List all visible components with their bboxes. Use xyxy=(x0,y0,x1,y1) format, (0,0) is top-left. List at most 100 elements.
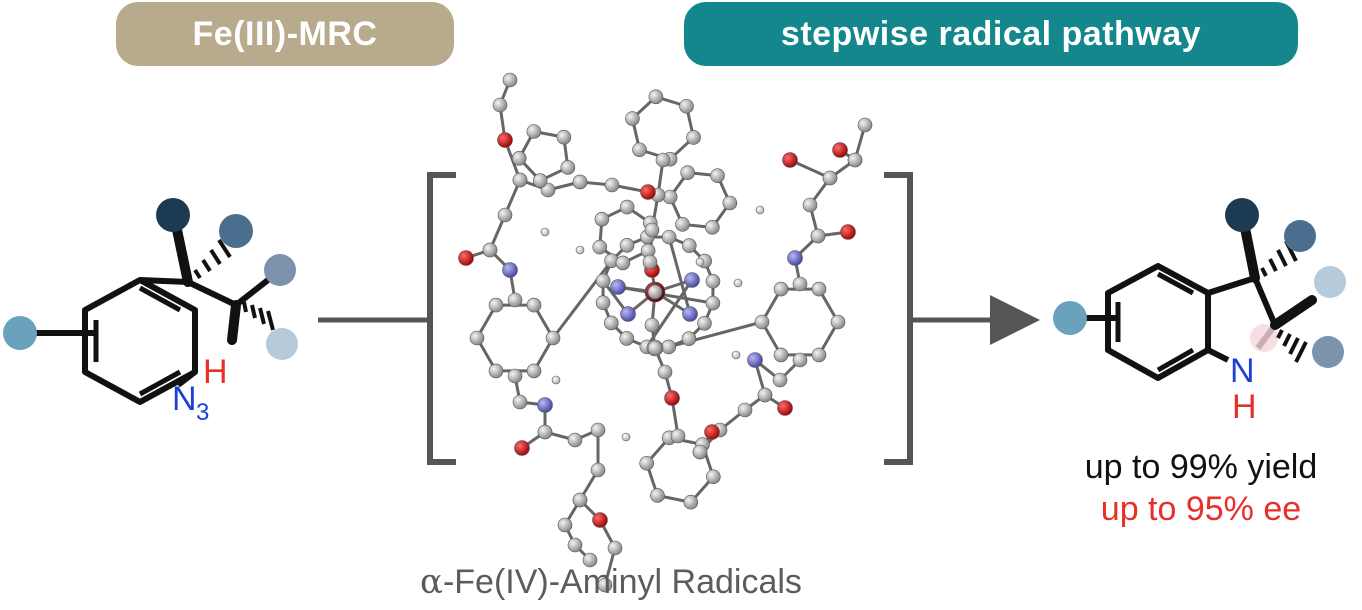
substrate-azide-subscript: 3 xyxy=(196,399,209,426)
carbon-atom xyxy=(572,174,588,190)
carbon-atom xyxy=(679,98,694,114)
catalyst-label: Fe(III)-MRC xyxy=(192,14,378,53)
carbon-atom xyxy=(661,229,677,245)
hydrogen-atom xyxy=(540,227,550,237)
carbon-atom xyxy=(644,317,660,333)
product-c3-wedge-bond xyxy=(1240,223,1260,283)
substrate-chain-upper-bond xyxy=(234,277,270,308)
carbon-atom xyxy=(792,276,808,292)
carbon-atom xyxy=(680,165,695,180)
carbon-atom xyxy=(648,89,664,105)
carbon-atom xyxy=(705,295,721,311)
substrate-ring-to-azide-bond xyxy=(176,369,197,388)
carbon-atom xyxy=(681,238,697,253)
carbon-atom xyxy=(675,217,690,232)
carbon-atom xyxy=(650,488,665,503)
carbon-atom xyxy=(540,182,556,198)
carbon-atom xyxy=(670,428,686,444)
nitrogen-atom xyxy=(620,306,636,322)
carbon-atom xyxy=(810,228,826,244)
fe-aminyl-radical-3d-structure xyxy=(458,72,873,593)
carbon-atom xyxy=(594,211,610,227)
carbon-atom xyxy=(590,422,606,438)
carbon-atom xyxy=(655,152,671,168)
molecule-bond xyxy=(617,285,714,305)
hydrogen-atom xyxy=(621,432,631,442)
carbon-atom xyxy=(526,363,542,379)
pathway-label: stepwise radical pathway xyxy=(780,14,1202,53)
carbon-atom xyxy=(830,314,846,330)
carbon-atom xyxy=(567,432,583,448)
oxygen-atom xyxy=(514,440,530,456)
substrate-ring-to-stereocenter-bond xyxy=(139,277,189,285)
substrate-hydrogen-label: H xyxy=(203,353,228,391)
right-bracket xyxy=(884,172,913,465)
hydrogen-atom xyxy=(575,245,585,255)
carbon-atom xyxy=(642,254,658,270)
carbon-atom xyxy=(705,220,720,235)
substrate-stereocenter-wedge-bond xyxy=(171,220,193,287)
carbon-atom xyxy=(692,444,708,460)
substrate-hashed-bond xyxy=(193,238,232,280)
carbon-atom xyxy=(526,124,542,139)
carbon-atom xyxy=(597,577,613,593)
carbon-atom xyxy=(625,111,640,126)
oxygen-atom xyxy=(458,250,474,266)
pathway-label-pill: stepwise radical pathway xyxy=(684,2,1298,66)
nitrogen-atom xyxy=(682,306,698,322)
oxygen-atom xyxy=(664,390,680,406)
molecule-bond xyxy=(667,236,692,315)
carbon-atom xyxy=(686,130,701,145)
carbon-atom xyxy=(710,168,725,183)
nitrogen-atom xyxy=(747,352,763,368)
caption-alpha-symbol: α xyxy=(420,562,443,602)
oxygen-atom xyxy=(777,400,793,416)
oxygen-atom xyxy=(640,184,656,200)
carbon-atom xyxy=(507,368,523,384)
carbon-atom xyxy=(706,469,721,485)
carbon-atom xyxy=(773,347,789,363)
carbon-atom xyxy=(705,273,721,289)
carbon-atom xyxy=(647,284,663,300)
carbon-atom xyxy=(811,347,827,363)
carbon-atom xyxy=(502,72,518,88)
substrate-slate-substituent xyxy=(264,254,296,286)
oxygen-atom xyxy=(840,224,856,240)
yield-text: up to 99% yield xyxy=(1084,448,1318,486)
catalyst-label-pill: Fe(III)-MRC xyxy=(116,2,454,66)
substrate-dark-substituent xyxy=(156,198,190,232)
carbon-atom xyxy=(507,292,523,308)
carbon-atom xyxy=(511,151,527,166)
hydrogen-atom xyxy=(755,205,765,215)
molecule-bond xyxy=(551,259,613,339)
intermediate-caption: α-Fe(IV)-Aminyl Radicals xyxy=(420,562,940,602)
substrate-ring-substituent xyxy=(3,316,37,350)
product-structure: N H xyxy=(1053,198,1346,426)
substrate-ch-wedge-bond xyxy=(227,300,241,345)
hydrogen-atom xyxy=(551,375,561,385)
carbon-atom xyxy=(492,97,508,113)
intermediate-brackets xyxy=(427,172,913,465)
carbon-atom xyxy=(604,315,619,331)
carbon-atom xyxy=(572,492,588,508)
carbon-atom xyxy=(482,242,498,258)
carbon-atom xyxy=(488,297,504,313)
carbon-atom xyxy=(607,540,623,556)
carbon-atom xyxy=(545,330,561,346)
nitrogen-atom xyxy=(684,272,700,288)
nitrogen-atom xyxy=(502,262,518,278)
carbon-atom xyxy=(657,364,673,380)
substrate-light-substituent xyxy=(266,328,298,360)
carbon-atom xyxy=(772,372,788,388)
carbon-atom xyxy=(488,363,504,379)
carbon-atom xyxy=(619,331,635,346)
product-dark-substituent xyxy=(1225,198,1259,232)
carbon-atom xyxy=(469,330,485,346)
molecule-bond xyxy=(668,320,763,349)
carbon-atom xyxy=(722,195,738,211)
product-c2-wedge-bond xyxy=(1270,295,1317,330)
carbon-atom xyxy=(512,394,528,410)
carbon-atom xyxy=(619,238,635,253)
carbon-atom xyxy=(644,222,660,238)
